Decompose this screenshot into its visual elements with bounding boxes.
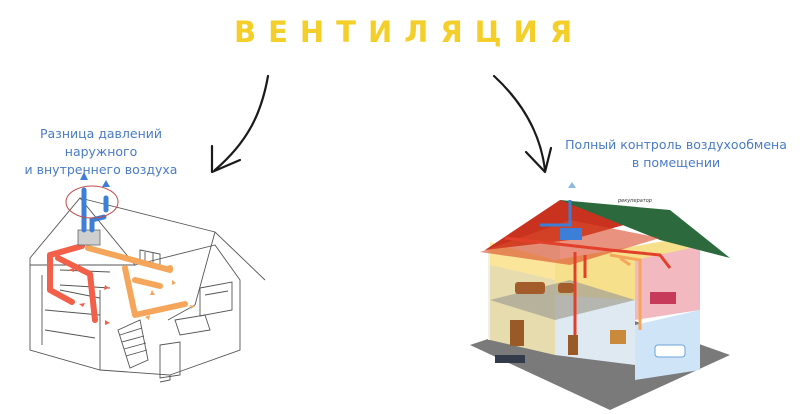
recuperator-label: рекуператор xyxy=(618,198,652,204)
left-caption-line2: и внутреннего воздуха xyxy=(24,162,178,177)
page-title: ВЕНТИЛЯЦИЯ xyxy=(234,15,585,49)
right-house-illustration xyxy=(470,182,730,410)
left-house-illustration xyxy=(29,172,266,383)
left-caption: Разница давлений наружного и внутреннего… xyxy=(6,125,196,179)
right-caption-line1: Полный контроль воздухообмена xyxy=(565,137,787,152)
left-caption-line1: Разница давлений наружного xyxy=(39,126,163,159)
right-caption: Полный контроль воздухообмена в помещени… xyxy=(556,136,796,172)
right-caption-line2: в помещении xyxy=(631,155,721,170)
